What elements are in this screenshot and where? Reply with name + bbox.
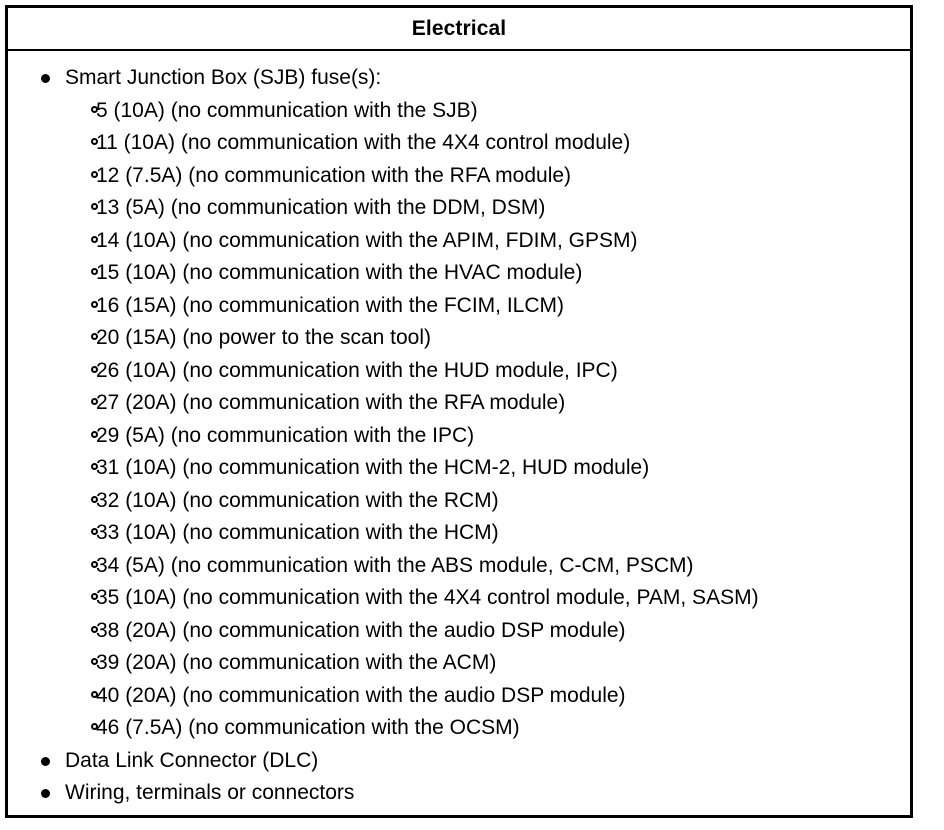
fuse-list-item-label: 29 (5A) (no communication with the IPC) — [96, 423, 475, 447]
fuse-list-item-label: 14 (10A) (no communication with the APIM… — [96, 228, 638, 252]
hollow-circle-bullet-icon — [91, 333, 98, 340]
fuse-list-item: 35 (10A) (no communication with the 4X4 … — [65, 582, 910, 615]
fuse-list-item: 26 (10A) (no communication with the HUD … — [65, 355, 910, 388]
list-item: Data Link Connector (DLC) — [8, 745, 910, 778]
fuse-list-item-label: 11 (10A) (no communication with the 4X4 … — [96, 131, 631, 154]
filled-disc-bullet-icon — [41, 74, 50, 83]
hollow-circle-bullet-icon — [91, 430, 98, 438]
list-item-label: Wiring, terminals or connectors — [65, 781, 355, 804]
fuse-list-item-label: 39 (20A) (no communication with the ACM) — [96, 651, 497, 674]
fuse-list-item-label: 13 (5A) (no communication with the DDM, … — [96, 196, 546, 219]
hollow-circle-bullet-icon — [91, 658, 98, 665]
fuse-list-item-label: 16 (15A) (no communication with the FCIM… — [96, 293, 564, 317]
fuse-list-item: 32 (10A) (no communication with the RCM) — [65, 485, 910, 518]
hollow-circle-bullet-icon — [91, 528, 98, 535]
fuse-list-item-label: 33 (10A) (no communication with the HCM) — [96, 521, 499, 544]
fuse-list-item: 15 (10A) (no communication with the HVAC… — [65, 257, 910, 290]
hollow-circle-bullet-icon — [91, 560, 98, 568]
hollow-circle-bullet-icon — [91, 365, 98, 373]
fuse-list-item-label: 32 (10A) (no communication with the RCM) — [96, 488, 499, 512]
fuse-list-item: 20 (15A) (no power to the scan tool) — [65, 322, 910, 355]
filled-disc-bullet-icon — [41, 789, 50, 798]
hollow-circle-bullet-icon — [91, 105, 98, 113]
fuse-list-item-label: 15 (10A) (no communication with the HVAC… — [96, 261, 583, 284]
fuse-list-item-label: 12 (7.5A) (no communication with the RFA… — [96, 163, 572, 187]
hollow-circle-bullet-icon — [91, 170, 98, 178]
fuse-list-item: 33 (10A) (no communication with the HCM) — [65, 517, 910, 550]
fuse-list-item-label: 34 (5A) (no communication with the ABS m… — [96, 553, 694, 577]
fuse-list-item: 40 (20A) (no communication with the audi… — [65, 680, 910, 713]
fuse-list-item: 12 (7.5A) (no communication with the RFA… — [65, 160, 910, 193]
fuse-list-item: 38 (20A) (no communication with the audi… — [65, 615, 910, 648]
hollow-circle-bullet-icon — [91, 300, 98, 308]
fuse-list-item: 46 (7.5A) (no communication with the OCS… — [65, 712, 910, 745]
hollow-circle-bullet-icon — [91, 495, 98, 503]
hollow-circle-bullet-icon — [91, 268, 98, 275]
fuse-list-item-label: 20 (15A) (no power to the scan tool) — [96, 326, 432, 349]
fuse-list-item: 14 (10A) (no communication with the APIM… — [65, 225, 910, 258]
fuse-list-item: 5 (10A) (no communication with the SJB) — [65, 95, 910, 128]
list-item: Smart Junction Box (SJB) fuse(s): 5 (10A)… — [8, 62, 910, 745]
fuse-list-item: 13 (5A) (no communication with the DDM, … — [65, 192, 910, 225]
fuse-list-item: 16 (15A) (no communication with the FCIM… — [65, 290, 910, 323]
hollow-circle-bullet-icon — [91, 625, 98, 633]
fuse-list-item-label: 27 (20A) (no communication with the RFA … — [96, 391, 566, 414]
electrical-table: Electrical Smart Junction Box (SJB) fuse… — [5, 5, 913, 818]
hollow-circle-bullet-icon — [91, 593, 98, 600]
fuse-list-item: 31 (10A) (no communication with the HCM-… — [65, 452, 910, 485]
fuse-list-item-label: 26 (10A) (no communication with the HUD … — [96, 358, 618, 382]
hollow-circle-bullet-icon — [91, 398, 98, 405]
fuse-list-item: 34 (5A) (no communication with the ABS m… — [65, 550, 910, 583]
table-body: Smart Junction Box (SJB) fuse(s): 5 (10A)… — [8, 51, 910, 810]
hollow-circle-bullet-icon — [91, 235, 98, 243]
list-item: Wiring, terminals or connectors — [8, 777, 910, 810]
fuse-list: 5 (10A) (no communication with the SJB) 1… — [65, 95, 910, 745]
fuse-list-item: 11 (10A) (no communication with the 4X4 … — [65, 127, 910, 160]
table-header-row: Electrical — [8, 8, 910, 51]
component-list: Smart Junction Box (SJB) fuse(s): 5 (10A)… — [8, 62, 910, 810]
hollow-circle-bullet-icon — [91, 723, 98, 730]
hollow-circle-bullet-icon — [91, 138, 98, 145]
fuse-list-item-label: 40 (20A) (no communication with the audi… — [96, 683, 626, 707]
fuse-list-item-label: 5 (10A) (no communication with the SJB) — [96, 98, 478, 122]
fuse-list-item: 39 (20A) (no communication with the ACM) — [65, 647, 910, 680]
page-title: Electrical — [411, 17, 507, 40]
filled-disc-bullet-icon — [41, 756, 50, 766]
fuse-list-item-label: 31 (10A) (no communication with the HCM-… — [96, 456, 650, 479]
hollow-circle-bullet-icon — [91, 463, 98, 470]
list-item-label: Data Link Connector (DLC) — [65, 748, 319, 772]
fuse-list-item-label: 38 (20A) (no communication with the audi… — [96, 618, 626, 642]
list-item-label: Smart Junction Box (SJB) fuse(s): — [65, 66, 382, 89]
fuse-list-item-label: 46 (7.5A) (no communication with the OCS… — [96, 716, 520, 739]
fuse-list-item: 27 (20A) (no communication with the RFA … — [65, 387, 910, 420]
fuse-list-item: 29 (5A) (no communication with the IPC) — [65, 420, 910, 453]
hollow-circle-bullet-icon — [91, 203, 98, 210]
fuse-list-item-label: 35 (10A) (no communication with the 4X4 … — [96, 586, 759, 609]
hollow-circle-bullet-icon — [91, 690, 98, 698]
